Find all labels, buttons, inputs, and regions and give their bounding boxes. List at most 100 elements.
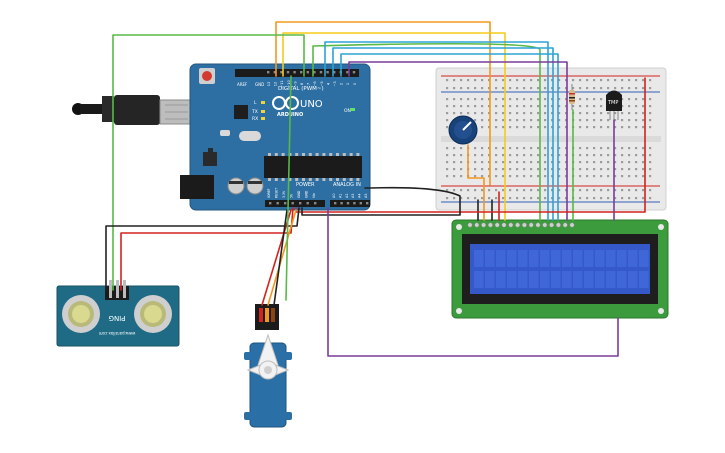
lcd-pin[interactable] <box>481 222 487 228</box>
digital-pin[interactable] <box>326 71 329 74</box>
digital-pin[interactable] <box>280 71 283 74</box>
analog-pin-label: A2 <box>345 194 349 198</box>
digital-pin[interactable] <box>267 71 270 74</box>
ping-pin[interactable] <box>116 280 119 298</box>
digital-pin[interactable] <box>273 71 276 74</box>
on-label: ON <box>344 108 351 114</box>
ping-pin[interactable] <box>123 280 126 298</box>
power-pin-label: GND <box>297 190 301 198</box>
lcd-pin-header <box>467 222 575 228</box>
lcd-pin[interactable] <box>535 222 541 228</box>
model-label: UNO <box>300 99 323 110</box>
digital-pin[interactable] <box>333 71 336 74</box>
power-pin-label: RESET <box>275 188 279 198</box>
resistor <box>569 84 575 110</box>
power-header <box>265 200 325 207</box>
analog-pin[interactable] <box>353 202 356 205</box>
potentiometer[interactable] <box>448 115 478 145</box>
digital-pin-label: 2 <box>340 83 344 85</box>
rx-label: RX <box>252 116 258 122</box>
lcd-pin[interactable] <box>528 222 534 228</box>
micro-servo <box>244 304 292 428</box>
analog-pin-label: A3 <box>351 194 355 198</box>
ping-label: PING <box>109 314 126 322</box>
digital-pin[interactable] <box>319 71 323 74</box>
lcd-pin[interactable] <box>569 222 575 228</box>
ping-maker-label: www.parallax.com <box>99 331 136 336</box>
power-pin[interactable] <box>314 202 317 205</box>
power-pin-label: Vin <box>312 193 316 198</box>
usb-cable <box>72 95 193 125</box>
power-pin[interactable] <box>276 202 279 205</box>
capacitor <box>246 177 264 195</box>
digital-pin-label: 7 <box>307 83 311 85</box>
digital-pin-label: ~5 <box>320 81 324 86</box>
analog-pin-label: A4 <box>358 194 362 198</box>
gnd-label: GND <box>255 82 264 87</box>
analog-pin-label: A1 <box>338 194 342 198</box>
crystal <box>239 131 261 141</box>
digital-pin[interactable] <box>293 71 296 74</box>
power-pin[interactable] <box>306 202 309 205</box>
digital-pin-label: ~9 <box>293 81 297 87</box>
analog-pin[interactable] <box>340 202 343 205</box>
lcd-pin[interactable] <box>474 222 480 228</box>
power-pin-label: 5V <box>290 193 294 198</box>
power-pin-label: GND <box>305 190 309 198</box>
lcd-pin[interactable] <box>508 222 514 228</box>
tx-label: TX <box>251 109 258 115</box>
lcd-pin[interactable] <box>501 222 507 228</box>
digital-pin-label: 12 <box>274 82 278 87</box>
aref-label: AREF <box>237 82 248 87</box>
digital-pin-label: 4 <box>326 82 330 85</box>
digital-pin[interactable] <box>306 71 309 74</box>
digital-pin[interactable] <box>286 71 290 74</box>
wires <box>105 21 646 357</box>
power-jack <box>180 175 214 199</box>
lcd-pin[interactable] <box>467 222 473 228</box>
digital-pin[interactable] <box>313 71 316 74</box>
atmega-chip <box>264 156 362 178</box>
analog-pin-label: A0 <box>332 194 336 198</box>
power-header-label: POWER <box>296 182 315 188</box>
analog-pin[interactable] <box>334 202 337 205</box>
analog-header-label: ANALOG IN <box>333 182 361 188</box>
digital-header-label: DIGITAL (PWM~) <box>278 86 324 92</box>
digital-pin-label: 13 <box>267 82 271 87</box>
lcd-pin[interactable] <box>515 222 521 228</box>
power-pin[interactable] <box>269 202 272 205</box>
capacitor <box>227 177 245 195</box>
power-pin-label: IOREF <box>267 188 271 198</box>
lcd-pin[interactable] <box>549 222 555 228</box>
power-pin[interactable] <box>291 202 294 205</box>
l-label: L <box>254 100 257 106</box>
lcd-16x2 <box>451 219 669 319</box>
digital-pin-label: ~11 <box>280 80 284 88</box>
lcd-pin[interactable] <box>521 222 527 228</box>
analog-pin[interactable] <box>366 202 369 205</box>
ping-pin[interactable] <box>109 280 112 298</box>
digital-pin[interactable] <box>352 71 356 74</box>
analog-pin[interactable] <box>346 202 350 205</box>
lcd-pin[interactable] <box>555 222 561 228</box>
analog-header <box>330 200 370 207</box>
power-pin[interactable] <box>299 202 302 205</box>
lcd-pin[interactable] <box>562 222 568 228</box>
lcd-pin[interactable] <box>542 222 548 228</box>
power-pin-label: 3.3V <box>282 190 286 198</box>
analog-pin[interactable] <box>359 202 362 205</box>
digital-pin[interactable] <box>300 71 303 74</box>
digital-pin-label: ~3 <box>333 81 337 86</box>
lcd-pin[interactable] <box>494 222 500 228</box>
digital-pin-label: ~10 <box>287 79 291 87</box>
digital-pin-label: 8 <box>300 82 304 85</box>
lcd-pin[interactable] <box>487 222 493 228</box>
power-pin[interactable] <box>284 202 287 205</box>
digital-pin-label: 0 <box>353 82 357 85</box>
digital-pin[interactable] <box>346 71 349 74</box>
digital-header <box>235 69 359 77</box>
digital-pin-label: ~6 <box>313 81 317 87</box>
